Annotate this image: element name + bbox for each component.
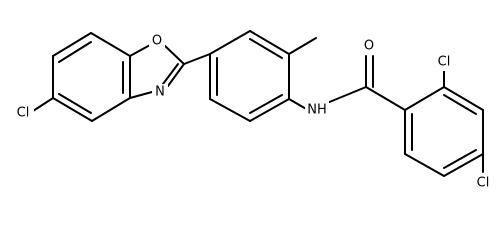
bond — [404, 153, 445, 177]
bond-c-o — [129, 44, 151, 57]
central-aryl-ring — [209, 30, 290, 122]
atom-label: Cl — [438, 55, 451, 70]
bond-carbonyl-aryl — [365, 86, 406, 111]
bond-c2-n — [167, 63, 185, 87]
molecule-structure: Cl O N O NH Cl Cl — [12, 30, 494, 192]
bond-c-cl — [32, 97, 54, 112]
bond — [443, 86, 484, 111]
molecule-canvas: Cl O N O NH Cl Cl — [12, 30, 494, 192]
bond — [443, 153, 484, 177]
double-bond-c2-n — [162, 63, 179, 85]
atom-label-n-oxazole: N — [152, 84, 168, 101]
atom-label: O — [152, 34, 162, 49]
bond-n-c — [129, 91, 153, 99]
atom-label: O — [364, 39, 374, 54]
bond — [52, 97, 93, 122]
atom-label-cl-ortho: Cl — [433, 54, 455, 71]
dichlorophenyl-ring — [404, 86, 484, 177]
bond — [404, 86, 445, 111]
bond — [52, 32, 92, 57]
bond — [249, 98, 290, 122]
atom-label-o-carbonyl: O — [361, 38, 377, 55]
atom-label: N — [155, 85, 165, 100]
bond-c-n — [288, 98, 309, 111]
oxazole-ring — [129, 44, 185, 99]
atom-label-nh: NH — [305, 101, 329, 118]
bond — [209, 98, 251, 122]
atom-label: NH — [307, 103, 327, 118]
double-bond-inner — [58, 93, 92, 114]
double-bond-inner — [443, 149, 477, 169]
bond — [249, 30, 290, 55]
bond — [90, 32, 131, 57]
atom-label-cl-left: Cl — [12, 104, 34, 121]
double-bond-inner — [249, 94, 283, 114]
double-bond-inner — [249, 38, 283, 59]
double-bond-inner — [443, 94, 477, 115]
bond-o-c2 — [163, 44, 185, 65]
bond — [209, 30, 251, 55]
double-bond-inner — [58, 41, 92, 63]
bond-methyl — [288, 37, 317, 55]
atom-label: Cl — [477, 176, 490, 191]
atom-label: Cl — [17, 106, 30, 121]
bond — [91, 97, 131, 122]
bond-n-carbonyl — [326, 86, 367, 104]
atom-label-cl-para: Cl — [472, 175, 494, 192]
bond-oxazole-aryl — [183, 53, 211, 65]
atom-label-o-oxazole: O — [149, 33, 165, 50]
benzoxazole-benzene-ring — [52, 32, 131, 122]
